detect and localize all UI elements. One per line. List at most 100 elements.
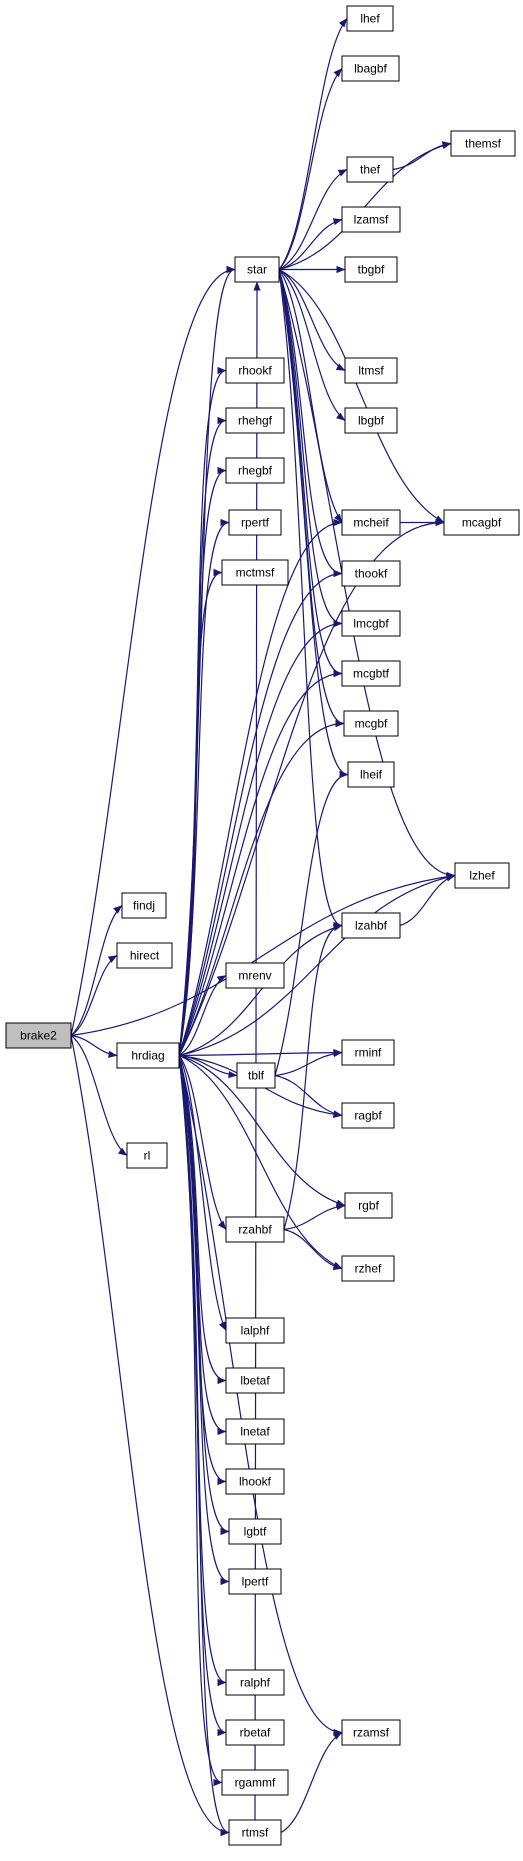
- node-box-mcgbtf[interactable]: [341, 660, 401, 687]
- node-box-lzhef[interactable]: [454, 862, 510, 889]
- node-box-mrenv[interactable]: [225, 962, 285, 989]
- node-rzahbf[interactable]: rzahbf: [225, 1216, 285, 1243]
- node-box-ragbf[interactable]: [341, 1102, 395, 1129]
- node-lzamsf[interactable]: lzamsf: [341, 206, 401, 233]
- node-tbgbf[interactable]: tbgbf: [344, 256, 398, 283]
- node-box-mcgbf[interactable]: [343, 710, 399, 737]
- node-rhegbf[interactable]: rhegbf: [225, 457, 285, 484]
- node-lgbtf[interactable]: lgbtf: [228, 1518, 282, 1545]
- node-hrdiag[interactable]: hrdiag: [116, 1042, 180, 1069]
- node-rgammf[interactable]: rgammf: [221, 1769, 289, 1796]
- node-box-rhookf[interactable]: [225, 357, 285, 384]
- node-box-lgbtf[interactable]: [228, 1518, 282, 1545]
- node-box-ltmsf[interactable]: [344, 357, 398, 384]
- node-box-tblf[interactable]: [236, 1062, 276, 1089]
- node-brake2[interactable]: brake2: [5, 1022, 72, 1049]
- node-box-themsf[interactable]: [450, 130, 516, 157]
- node-box-ralphf[interactable]: [225, 1669, 285, 1696]
- node-rl[interactable]: rl: [126, 1142, 168, 1169]
- node-rbetaf[interactable]: rbetaf: [225, 1719, 285, 1746]
- node-box-mctmsf[interactable]: [221, 559, 289, 586]
- node-box-lbagbf[interactable]: [341, 55, 400, 82]
- node-rtmsf[interactable]: rtmsf: [228, 1819, 282, 1846]
- node-rzhef[interactable]: rzhef: [341, 1255, 395, 1282]
- node-label-lhef: lhef: [360, 12, 380, 26]
- node-lmcgbf[interactable]: lmcgbf: [341, 610, 401, 637]
- node-lbgbf[interactable]: lbgbf: [344, 407, 398, 434]
- node-rzamsf[interactable]: rzamsf: [341, 1719, 401, 1746]
- node-lhookf[interactable]: lhookf: [225, 1468, 285, 1495]
- edge-star-to-lhef: [278, 18, 348, 270]
- node-box-rzahbf[interactable]: [225, 1216, 285, 1243]
- node-mcgbf[interactable]: mcgbf: [343, 710, 399, 737]
- node-box-rl[interactable]: [126, 1142, 168, 1169]
- node-rpertf[interactable]: rpertf: [228, 509, 282, 536]
- node-box-rhehgf[interactable]: [225, 407, 285, 434]
- node-box-mcagbf[interactable]: [443, 509, 520, 536]
- node-box-hirect[interactable]: [116, 942, 173, 969]
- node-rminf[interactable]: rminf: [341, 1039, 395, 1066]
- node-box-lnetaf[interactable]: [225, 1418, 285, 1445]
- node-box-rzhef[interactable]: [341, 1255, 395, 1282]
- node-lhef[interactable]: lhef: [346, 5, 394, 32]
- node-rhehgf[interactable]: rhehgf: [225, 407, 285, 434]
- node-ltmsf[interactable]: ltmsf: [344, 357, 398, 384]
- node-lzahbf[interactable]: lzahbf: [341, 912, 401, 939]
- node-lheif[interactable]: lheif: [347, 761, 395, 788]
- node-box-thef[interactable]: [346, 156, 394, 183]
- node-box-thookf[interactable]: [341, 560, 401, 587]
- node-box-lhookf[interactable]: [225, 1468, 285, 1495]
- node-box-hrdiag[interactable]: [116, 1042, 180, 1069]
- node-thef[interactable]: thef: [346, 156, 394, 183]
- node-box-star[interactable]: [234, 256, 280, 283]
- node-thookf[interactable]: thookf: [341, 560, 401, 587]
- node-mcagbf[interactable]: mcagbf: [443, 509, 520, 536]
- node-box-lalphf[interactable]: [225, 1317, 285, 1344]
- node-label-mcagbf: mcagbf: [462, 516, 502, 530]
- node-box-rzamsf[interactable]: [341, 1719, 401, 1746]
- node-hirect[interactable]: hirect: [116, 942, 173, 969]
- edge-hrdiag-to-rhookf: [178, 366, 227, 1056]
- node-box-lheif[interactable]: [347, 761, 395, 788]
- node-box-lzamsf[interactable]: [341, 206, 401, 233]
- node-box-lbgbf[interactable]: [344, 407, 398, 434]
- node-box-findj[interactable]: [121, 892, 167, 919]
- node-lnetaf[interactable]: lnetaf: [225, 1418, 285, 1445]
- node-box-mcheif[interactable]: [341, 509, 401, 536]
- node-box-lbetaf[interactable]: [225, 1367, 285, 1394]
- node-box-rbetaf[interactable]: [225, 1719, 285, 1746]
- node-lbagbf[interactable]: lbagbf: [341, 55, 400, 82]
- node-mcgbtf[interactable]: mcgbtf: [341, 660, 401, 687]
- node-box-rhegbf[interactable]: [225, 457, 285, 484]
- node-findj[interactable]: findj: [121, 892, 167, 919]
- node-box-rminf[interactable]: [341, 1039, 395, 1066]
- node-box-brake2[interactable]: [5, 1022, 72, 1049]
- node-box-lhef[interactable]: [346, 5, 394, 32]
- node-box-rtmsf[interactable]: [228, 1819, 282, 1846]
- node-mctmsf[interactable]: mctmsf: [221, 559, 289, 586]
- node-rgbf[interactable]: rgbf: [344, 1192, 393, 1219]
- node-box-lpertf[interactable]: [228, 1568, 282, 1595]
- node-box-lzahbf[interactable]: [341, 912, 401, 939]
- node-mcheif[interactable]: mcheif: [341, 509, 401, 536]
- edge-hrdiag-to-lpertf: [178, 1055, 230, 1586]
- node-box-rgbf[interactable]: [344, 1192, 393, 1219]
- node-ralphf[interactable]: ralphf: [225, 1669, 285, 1696]
- node-lzhef[interactable]: lzhef: [454, 862, 510, 889]
- node-label-lbgbf: lbgbf: [358, 414, 385, 428]
- node-box-rgammf[interactable]: [221, 1769, 289, 1796]
- edge-star-to-lzhef: [278, 269, 456, 880]
- node-ragbf[interactable]: ragbf: [341, 1102, 395, 1129]
- node-star[interactable]: star: [234, 256, 280, 283]
- node-mrenv[interactable]: mrenv: [225, 962, 285, 989]
- node-box-tbgbf[interactable]: [344, 256, 398, 283]
- node-lpertf[interactable]: lpertf: [228, 1568, 282, 1595]
- node-box-rpertf[interactable]: [228, 509, 282, 536]
- node-tblf[interactable]: tblf: [236, 1062, 276, 1089]
- node-themsf[interactable]: themsf: [450, 130, 516, 157]
- node-box-lmcgbf[interactable]: [341, 610, 401, 637]
- edge-brake2-to-hirect: [70, 954, 118, 1037]
- node-lalphf[interactable]: lalphf: [225, 1317, 285, 1344]
- node-rhookf[interactable]: rhookf: [225, 357, 285, 384]
- node-lbetaf[interactable]: lbetaf: [225, 1367, 285, 1394]
